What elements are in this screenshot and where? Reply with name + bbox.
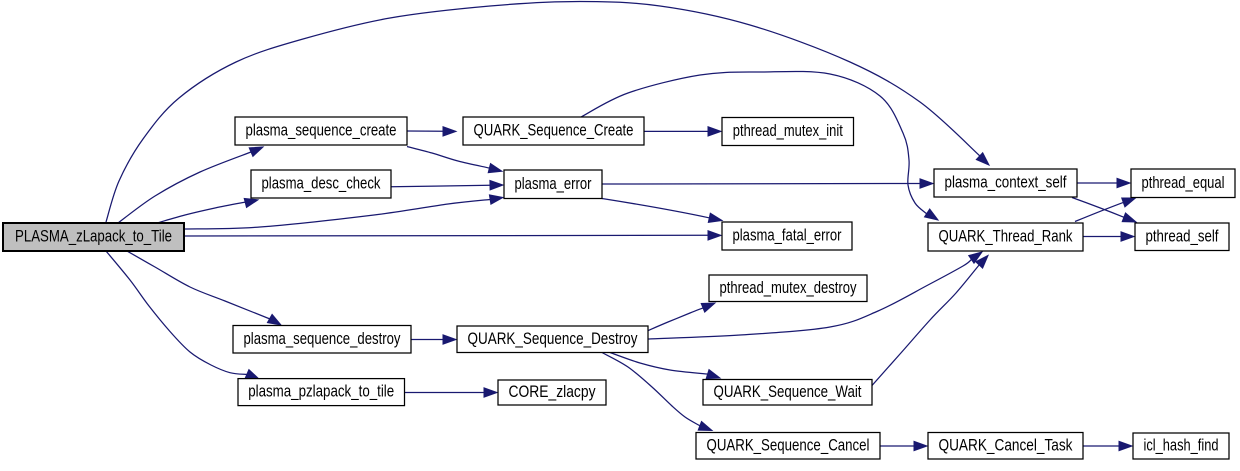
svg-text:QUARK_Sequence_Wait: QUARK_Sequence_Wait (714, 383, 862, 401)
svg-text:plasma_sequence_destroy: plasma_sequence_destroy (244, 330, 402, 348)
svg-text:pthread_equal: pthread_equal (1142, 174, 1225, 192)
svg-text:pthread_self: pthread_self (1146, 227, 1219, 245)
svg-text:plasma_context_self: plasma_context_self (945, 174, 1067, 192)
svg-text:pthread_mutex_destroy: pthread_mutex_destroy (720, 279, 858, 297)
svg-text:QUARK_Thread_Rank: QUARK_Thread_Rank (939, 228, 1074, 246)
svg-text:plasma_fatal_error: plasma_fatal_error (733, 227, 842, 245)
svg-text:icl_hash_find: icl_hash_find (1144, 437, 1219, 455)
svg-text:plasma_sequence_create: plasma_sequence_create (246, 122, 397, 140)
svg-text:plasma_desc_check: plasma_desc_check (262, 175, 382, 193)
svg-text:PLASMA_zLapack_to_Tile: PLASMA_zLapack_to_Tile (15, 228, 172, 246)
svg-text:plasma_error: plasma_error (515, 175, 592, 193)
svg-text:plasma_pzlapack_to_tile: plasma_pzlapack_to_tile (248, 383, 394, 401)
svg-text:CORE_zlacpy: CORE_zlacpy (509, 383, 597, 401)
svg-text:QUARK_Cancel_Task: QUARK_Cancel_Task (939, 436, 1074, 454)
svg-text:QUARK_Sequence_Destroy: QUARK_Sequence_Destroy (468, 330, 639, 348)
svg-text:QUARK_Sequence_Create: QUARK_Sequence_Create (474, 122, 634, 140)
svg-text:pthread_mutex_init: pthread_mutex_init (733, 122, 843, 140)
svg-text:QUARK_Sequence_Cancel: QUARK_Sequence_Cancel (707, 436, 870, 454)
